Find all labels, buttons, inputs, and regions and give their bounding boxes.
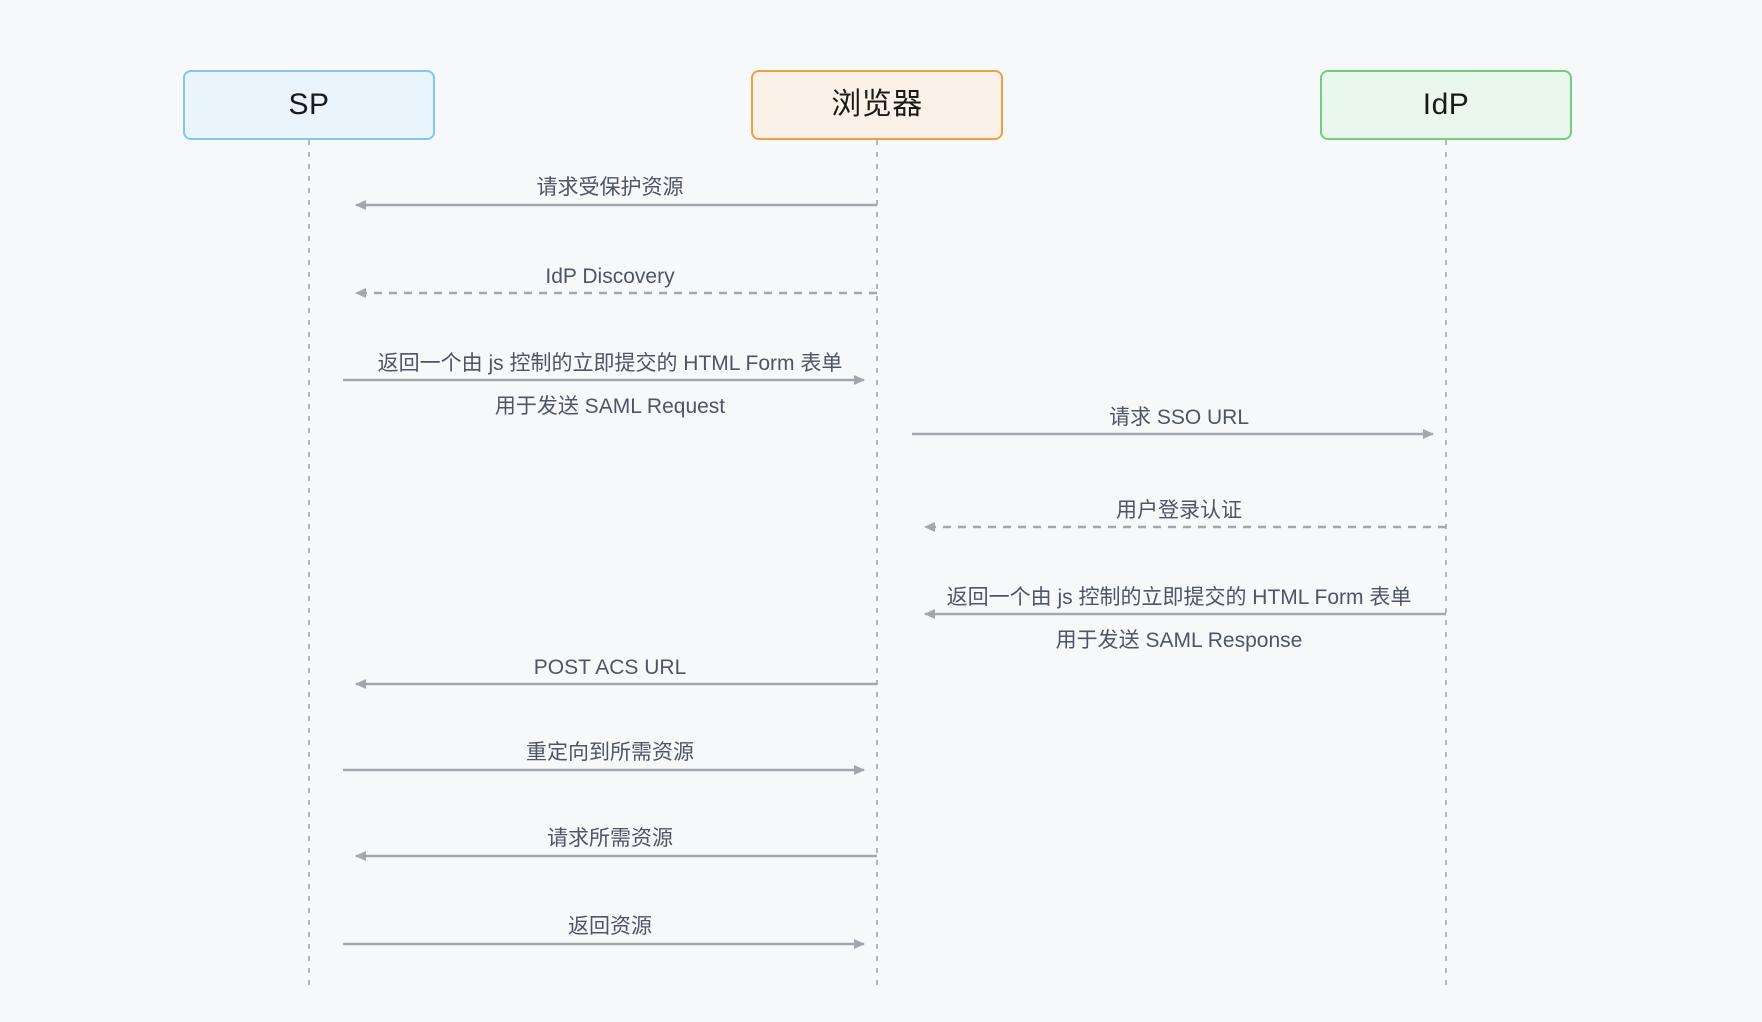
message-arrows-layer xyxy=(343,200,1446,949)
lifelines-layer xyxy=(308,140,1447,992)
message-label-m5: 用户登录认证 xyxy=(1116,499,1242,522)
participant-label-browser: 浏览器 xyxy=(831,88,923,121)
participant-box-browser[interactable]: 浏览器 xyxy=(751,70,1003,140)
participant-box-sp[interactable]: SP xyxy=(183,70,435,140)
message-label-m4: 请求 SSO URL xyxy=(1108,406,1250,429)
message-sublabel-m3: 用于发送 SAML Request xyxy=(494,395,726,418)
message-label-m3: 返回一个由 js 控制的立即提交的 HTML Form 表单 xyxy=(377,352,843,375)
participant-box-idp[interactable]: IdP xyxy=(1320,70,1572,140)
message-sublabel-m6: 用于发送 SAML Response xyxy=(1055,629,1303,652)
message-label-m2: IdP Discovery xyxy=(545,265,675,288)
message-label-m6: 返回一个由 js 控制的立即提交的 HTML Form 表单 xyxy=(946,586,1412,609)
message-label-m10: 返回资源 xyxy=(568,915,652,938)
message-label-m7: POST ACS URL xyxy=(533,656,687,679)
message-label-m8: 重定向到所需资源 xyxy=(526,741,694,764)
participant-label-sp: SP xyxy=(288,88,330,121)
participant-label-idp: IdP xyxy=(1422,88,1470,121)
message-label-m1: 请求受保护资源 xyxy=(536,176,684,199)
message-label-m9: 请求所需资源 xyxy=(547,827,673,850)
